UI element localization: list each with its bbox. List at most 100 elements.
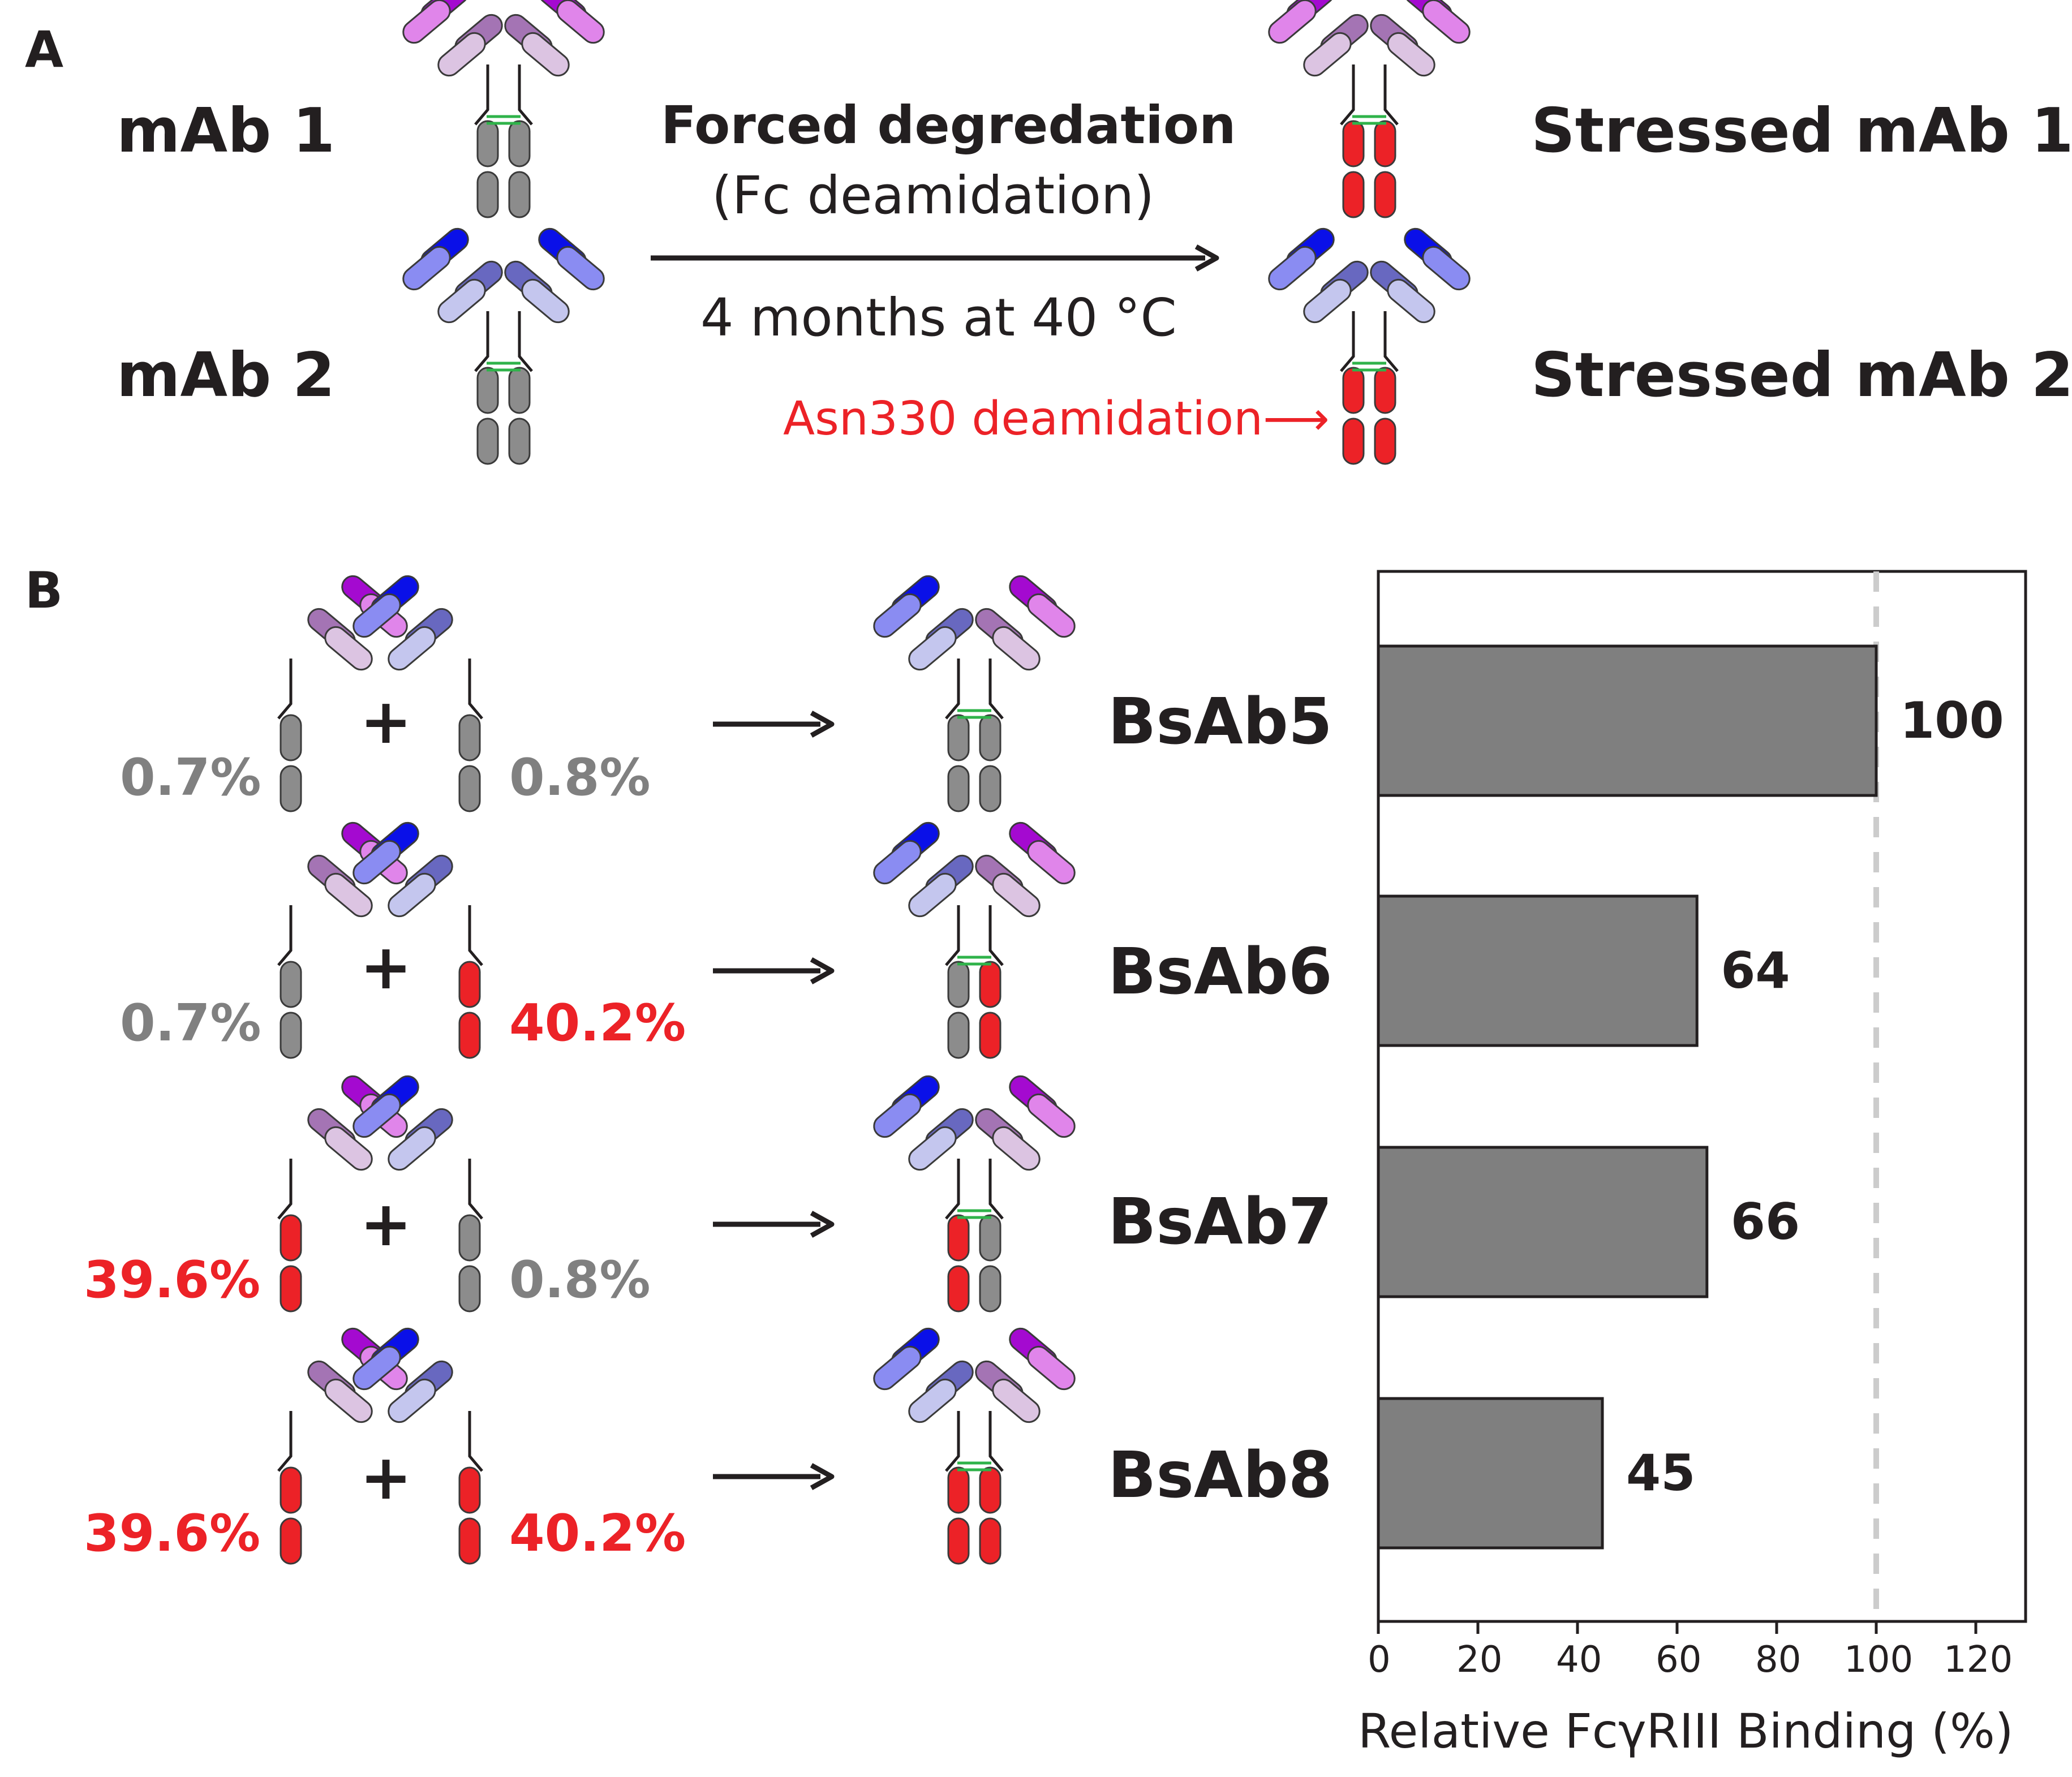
- fab-light-variable-domain: [1027, 593, 1076, 638]
- row3-left-percent: 39.6%: [84, 1250, 261, 1310]
- fc-ch2-domain: [979, 1214, 1001, 1262]
- row2-plus: +: [360, 931, 412, 1003]
- hinge-line: [988, 1411, 1004, 1472]
- fab-light-variable-domain: [556, 0, 605, 44]
- row4-left-percent: 39.6%: [84, 1504, 261, 1563]
- fc-ch3-domain: [458, 1012, 481, 1059]
- fab-light-variable-domain: [873, 1345, 922, 1391]
- hinge-line: [988, 905, 1004, 966]
- fab-light-constant-domain: [992, 626, 1041, 671]
- hinge-line: [1340, 311, 1355, 372]
- fab-light-constant-domain: [324, 872, 373, 918]
- row1-left-percent: 0.7%: [120, 748, 261, 807]
- fc-ch3-domain: [508, 171, 531, 218]
- fab-light-constant-domain: [908, 872, 957, 918]
- arrow-head: [1194, 244, 1219, 272]
- fc-ch2-domain: [280, 1466, 302, 1514]
- fc-ch3-domain: [280, 765, 302, 812]
- fab-light-variable-domain: [873, 1093, 922, 1138]
- row2-right-half-antibody: [353, 821, 483, 1059]
- fab-light-variable-domain: [402, 246, 451, 291]
- bar-value-bsab8: 45: [1626, 1444, 1696, 1502]
- fc-ch3-domain: [458, 1265, 481, 1313]
- hinge-line: [945, 1411, 960, 1472]
- fab-light-constant-domain: [521, 32, 570, 77]
- hinge-line: [945, 905, 960, 966]
- row2-left-half-antibody: [277, 821, 408, 1059]
- x-axis-label: Relative FcγRIII Binding (%): [1358, 1703, 2014, 1759]
- fab-light-variable-domain: [1422, 246, 1471, 291]
- row4-right-percent: 40.2%: [509, 1504, 686, 1563]
- fab-light-constant-domain: [1387, 278, 1435, 324]
- fc-ch3-domain: [458, 765, 481, 812]
- hinge-line: [518, 311, 533, 372]
- hinge-line: [474, 64, 489, 126]
- fc-ch2-domain: [280, 1214, 302, 1262]
- stress-conditions-label: 4 months at 40 °C: [700, 287, 1177, 348]
- fab-light-variable-domain: [1268, 0, 1317, 44]
- arrow-head: [810, 957, 835, 984]
- fab-light-constant-domain: [1303, 32, 1352, 77]
- hinge-line: [277, 1411, 293, 1472]
- fc-ch3-domain: [979, 1012, 1001, 1059]
- fc-ch3-domain: [458, 1517, 481, 1565]
- fab-light-variable-domain: [353, 1093, 401, 1138]
- stressed-mab1-label: Stressed mAb 1: [1531, 96, 2072, 166]
- fab-light-variable-domain: [1027, 1345, 1076, 1391]
- fc-ch2-domain: [1374, 120, 1396, 167]
- hinge-line: [468, 659, 483, 720]
- x-tick-label: 20: [1456, 1639, 1503, 1681]
- bsab8-label: BsAb8: [1108, 1439, 1332, 1512]
- bar-bsab6: [1377, 894, 1699, 1047]
- fc-ch3-domain: [1374, 418, 1396, 465]
- fc-ch2-domain: [947, 1214, 970, 1262]
- row3-bsab-antibody-icon: [873, 1075, 1076, 1313]
- fc-ch2-domain: [280, 714, 302, 761]
- fc-deamidation-subtitle: (Fc deamidation): [712, 165, 1155, 226]
- fab-light-constant-domain: [1303, 278, 1352, 324]
- fc-ch3-domain: [979, 1265, 1001, 1313]
- panel-b-letter: B: [25, 561, 63, 619]
- fc-ch3-domain: [508, 418, 531, 465]
- arrow-head: [810, 1211, 835, 1238]
- fc-ch2-domain: [979, 1466, 1001, 1514]
- fc-ch3-domain: [979, 1517, 1001, 1565]
- fc-ch2-domain: [1342, 120, 1365, 167]
- x-tick-label: 0: [1368, 1639, 1391, 1681]
- fab-light-variable-domain: [402, 0, 451, 44]
- row3-right-percent: 0.8%: [509, 1250, 651, 1310]
- fab-light-variable-domain: [353, 593, 401, 638]
- degradation-arrow: [651, 244, 1219, 272]
- fab-light-variable-domain: [1268, 246, 1317, 291]
- row3-right-half-antibody: [353, 1075, 483, 1313]
- fab-light-constant-domain: [388, 872, 436, 918]
- row2-assembly-arrow: [713, 957, 835, 984]
- fab-light-variable-domain: [873, 840, 922, 885]
- x-tick-label: 60: [1656, 1639, 1702, 1681]
- row1-right-percent: 0.8%: [509, 748, 651, 807]
- bar-bsab5: [1377, 644, 1878, 797]
- fc-ch2-domain: [280, 961, 302, 1008]
- fc-ch2-domain: [458, 1214, 481, 1262]
- hinge-line: [474, 311, 489, 372]
- fab-light-constant-domain: [908, 626, 957, 671]
- mab2-antibody-icon: [402, 227, 605, 465]
- fab-light-constant-domain: [992, 872, 1041, 918]
- fab-light-constant-domain: [388, 1378, 436, 1423]
- fab-light-variable-domain: [556, 246, 605, 291]
- fc-ch3-domain: [1342, 171, 1365, 218]
- plot-frame: [1377, 570, 2027, 1623]
- hinge-line: [518, 64, 533, 126]
- fab-light-constant-domain: [908, 1126, 957, 1171]
- row1-bsab-antibody-icon: [873, 575, 1076, 812]
- bar-value-bsab7: 66: [1730, 1193, 1800, 1251]
- fc-ch3-domain: [1342, 418, 1365, 465]
- hinge-line: [277, 905, 293, 966]
- fc-ch2-domain: [458, 1466, 481, 1514]
- hinge-line: [277, 1159, 293, 1220]
- fab-light-constant-domain: [324, 1378, 373, 1423]
- fab-light-constant-domain: [437, 32, 486, 77]
- panel-a-letter: A: [25, 20, 64, 79]
- row2-bsab-antibody-icon: [873, 821, 1076, 1059]
